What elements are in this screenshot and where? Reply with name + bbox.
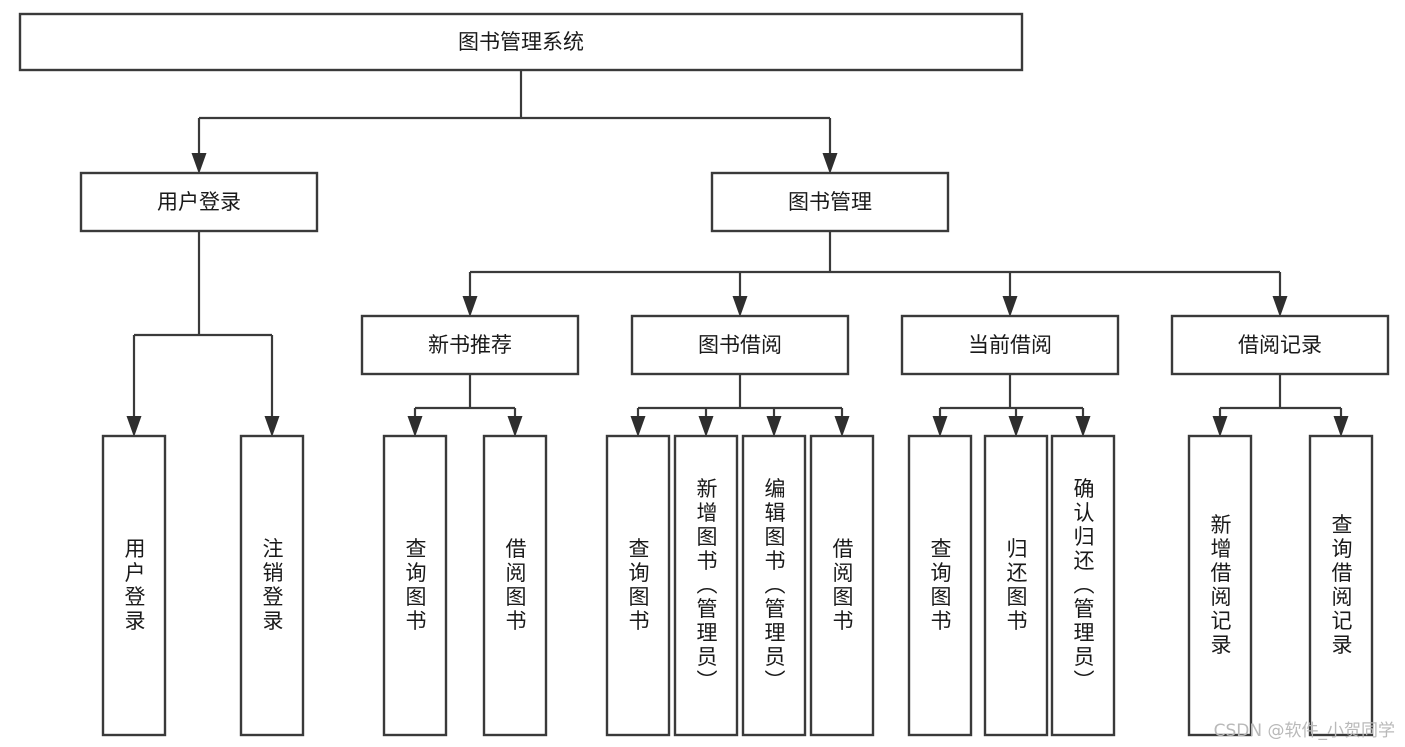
- node-box[interactable]: [1170, 314, 1390, 376]
- arrow-head-icon: [1333, 416, 1349, 437]
- node-leaf-query-borrow-record[interactable]: 查询借阅记录: [1308, 434, 1374, 737]
- connector-group-book-borrow: [630, 374, 850, 437]
- arrow-head-icon: [698, 416, 714, 437]
- arrow-head-icon: [630, 416, 646, 437]
- node-label: 查询图书: [403, 538, 427, 634]
- node-label: 查询图书: [626, 538, 650, 634]
- arrow-head-icon: [462, 296, 478, 317]
- arrow-head-icon: [1002, 296, 1018, 317]
- node-box[interactable]: [1050, 434, 1116, 737]
- node-box[interactable]: [382, 434, 448, 737]
- connectors-layer: [126, 70, 1349, 437]
- node-box[interactable]: [482, 434, 548, 737]
- node-label: 借阅图书: [830, 538, 854, 634]
- arrow-head-icon: [1212, 416, 1228, 437]
- node-root[interactable]: 图书管理系统: [18, 12, 1024, 72]
- connector-group-root: [191, 70, 838, 174]
- arrow-head-icon: [507, 416, 523, 437]
- node-leaf-edit-book-admin[interactable]: 编辑图书（管理员）: [741, 434, 807, 737]
- node-leaf-add-borrow-record[interactable]: 新增借阅记录: [1187, 434, 1253, 737]
- node-current-borrow[interactable]: 当前借阅: [900, 314, 1120, 376]
- connector-group-borrow-records: [1212, 374, 1349, 437]
- node-box[interactable]: [673, 434, 739, 737]
- node-leaf-logout[interactable]: 注销登录: [239, 434, 305, 737]
- node-box[interactable]: [360, 314, 580, 376]
- node-label: 新书推荐: [428, 333, 512, 357]
- node-label: 新增图书（管理员）: [694, 478, 718, 694]
- node-box[interactable]: [900, 314, 1120, 376]
- node-user-login[interactable]: 用户登录: [79, 171, 319, 233]
- connector-group-user-login: [126, 231, 280, 437]
- node-label: 当前借阅: [968, 333, 1052, 357]
- node-leaf-query-book-recommend[interactable]: 查询图书: [382, 434, 448, 737]
- nodes-layer: 图书管理系统用户登录图书管理新书推荐图书借阅当前借阅借阅记录用户登录注销登录查询…: [18, 12, 1390, 737]
- node-box[interactable]: [907, 434, 973, 737]
- node-box[interactable]: [1308, 434, 1374, 737]
- connector-group-book-management: [462, 231, 1288, 317]
- node-label: 归还图书: [1004, 538, 1028, 634]
- arrow-head-icon: [1008, 416, 1024, 437]
- node-leaf-query-book-borrow[interactable]: 查询图书: [605, 434, 671, 737]
- node-box[interactable]: [630, 314, 850, 376]
- node-label: 新增借阅记录: [1208, 514, 1232, 658]
- node-label: 查询借阅记录: [1329, 514, 1353, 658]
- node-box[interactable]: [101, 434, 167, 737]
- arrow-head-icon: [834, 416, 850, 437]
- arrow-head-icon: [407, 416, 423, 437]
- arrow-head-icon: [822, 153, 838, 174]
- node-label: 查询图书: [928, 538, 952, 634]
- node-box[interactable]: [605, 434, 671, 737]
- arrow-head-icon: [766, 416, 782, 437]
- node-leaf-confirm-return-admin[interactable]: 确认归还（管理员）: [1050, 434, 1116, 737]
- node-box[interactable]: [741, 434, 807, 737]
- arrow-head-icon: [1075, 416, 1091, 437]
- node-label: 注销登录: [260, 538, 284, 634]
- node-label: 图书管理: [788, 190, 872, 214]
- node-leaf-borrow-book[interactable]: 借阅图书: [809, 434, 875, 737]
- node-leaf-return-book[interactable]: 归还图书: [983, 434, 1049, 737]
- node-label: 用户登录: [122, 538, 146, 634]
- node-label: 图书借阅: [698, 333, 782, 357]
- node-leaf-add-book-admin[interactable]: 新增图书（管理员）: [673, 434, 739, 737]
- node-box[interactable]: [18, 12, 1024, 72]
- node-book-management[interactable]: 图书管理: [710, 171, 950, 233]
- node-box[interactable]: [239, 434, 305, 737]
- arrow-head-icon: [126, 416, 142, 437]
- arrow-head-icon: [264, 416, 280, 437]
- node-box[interactable]: [1187, 434, 1253, 737]
- arrow-head-icon: [932, 416, 948, 437]
- connector-group-current-borrow: [932, 374, 1091, 437]
- node-new-book-recommend[interactable]: 新书推荐: [360, 314, 580, 376]
- arrow-head-icon: [191, 153, 207, 174]
- node-label: 借阅记录: [1238, 333, 1322, 357]
- node-box[interactable]: [983, 434, 1049, 737]
- node-borrow-records[interactable]: 借阅记录: [1170, 314, 1390, 376]
- arrow-head-icon: [732, 296, 748, 317]
- node-book-borrow[interactable]: 图书借阅: [630, 314, 850, 376]
- node-label: 确认归还（管理员）: [1071, 478, 1095, 694]
- node-label: 用户登录: [157, 190, 241, 214]
- node-box[interactable]: [809, 434, 875, 737]
- arrow-head-icon: [1272, 296, 1288, 317]
- node-leaf-borrow-book-recommend[interactable]: 借阅图书: [482, 434, 548, 737]
- node-box[interactable]: [710, 171, 950, 233]
- node-label: 图书管理系统: [458, 30, 584, 54]
- node-box[interactable]: [79, 171, 319, 233]
- node-label: 借阅图书: [503, 538, 527, 634]
- node-leaf-user-login[interactable]: 用户登录: [101, 434, 167, 737]
- connector-group-new-book-recommend: [407, 374, 523, 437]
- node-leaf-query-book-current[interactable]: 查询图书: [907, 434, 973, 737]
- node-label: 编辑图书（管理员）: [762, 478, 786, 694]
